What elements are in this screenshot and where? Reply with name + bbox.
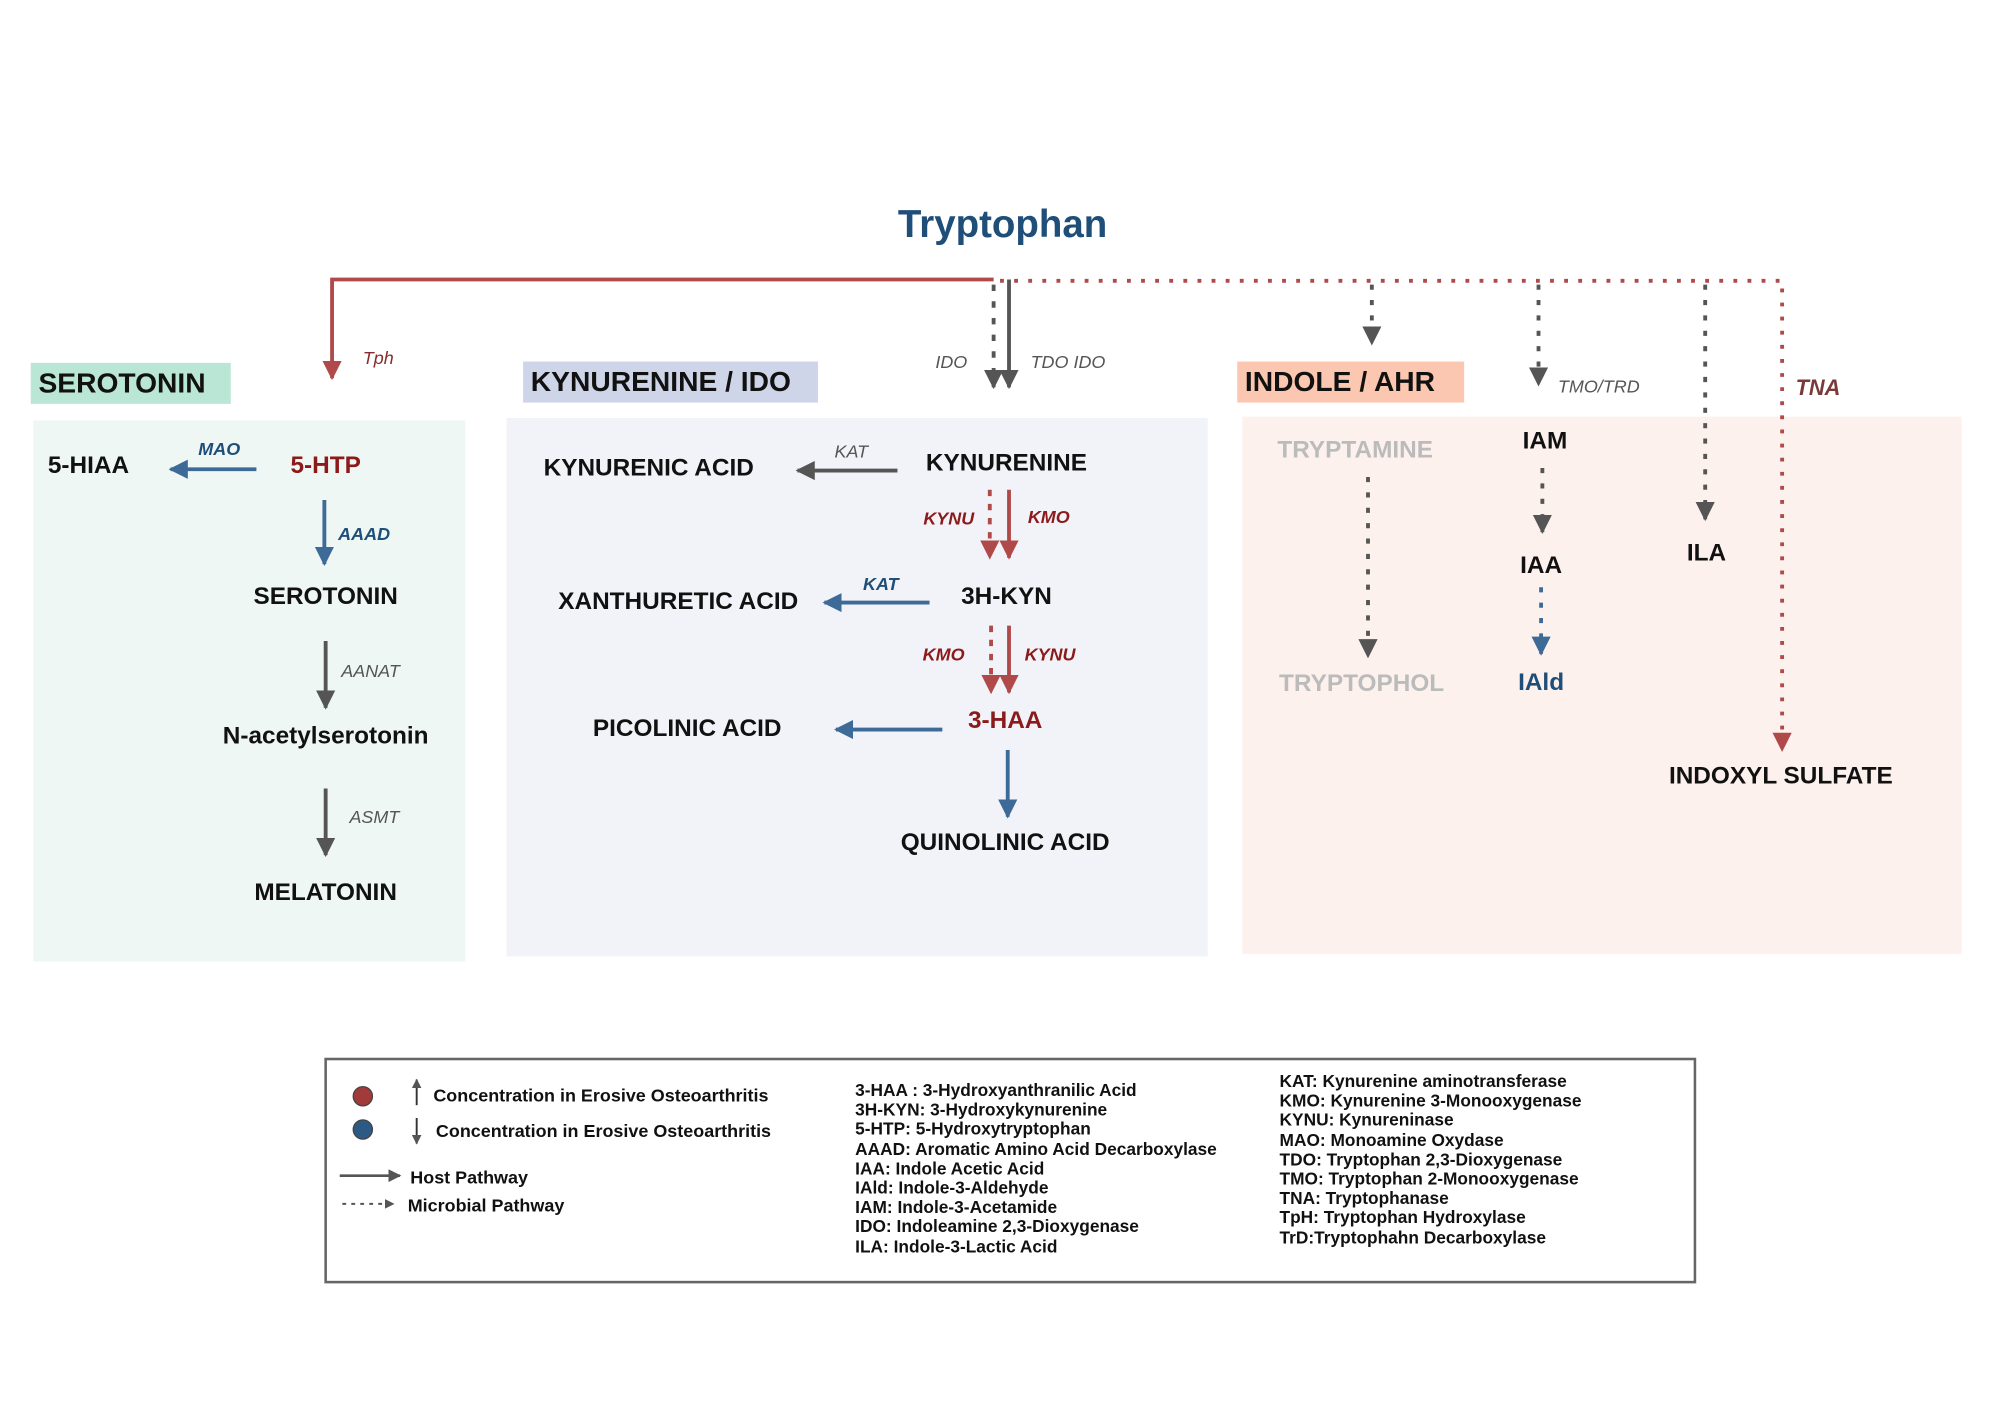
tmo-trd-label: TMO/TRD: [1557, 375, 1640, 397]
kat-label-1: KAT: [834, 441, 869, 462]
tph-label: Tph: [362, 347, 394, 368]
node-n-acetylserotonin: N-acetylserotonin: [222, 723, 429, 751]
legend-microbial-label: Microbial Pathway: [407, 1194, 565, 1216]
increase-dot-icon: [352, 1085, 374, 1107]
node-melatonin: MELATONIN: [254, 879, 397, 907]
abbreviations-column-1: 3-HAA : 3-Hydroxyanthranilic Acid 3H-KYN…: [855, 1081, 1217, 1256]
kynurenine-panel: [506, 417, 1208, 957]
abbrev-item: KYNU: Kynureninase: [1279, 1110, 1454, 1131]
node-iam: IAM: [1522, 428, 1568, 456]
legend-increase-label: Concentration in Erosive Osteoarthritis: [433, 1084, 769, 1106]
legend: [324, 1057, 1697, 1284]
abbrev-item: TDO: Tryptophan 2,3-Dioxygenase: [1279, 1149, 1563, 1170]
node-ila: ILA: [1686, 539, 1727, 567]
legend-decrease-label: Concentration in Erosive Osteoarthritis: [435, 1120, 772, 1142]
abbrev-item: IAM: Indole-3-Acetamide: [855, 1197, 1058, 1217]
abbrev-item: IAld: Indole-3-Aldehyde: [855, 1178, 1049, 1198]
node-xanthuretic-acid: XANTHURETIC ACID: [558, 588, 799, 616]
legend-host-label: Host Pathway: [410, 1166, 528, 1188]
kynurenine-header: KYNURENINE / IDO: [523, 361, 818, 403]
abbrev-item: 5-HTP: 5-Hydroxytryptophan: [855, 1119, 1091, 1140]
abbrev-item: TrD:Tryptophahn Decarboxylase: [1279, 1227, 1546, 1248]
node-tryptamine: TRYPTAMINE: [1277, 437, 1433, 465]
abbrev-item: 3-HAA : 3-Hydroxyanthranilic Acid: [855, 1080, 1137, 1101]
node-picolinic-acid: PICOLINIC ACID: [592, 715, 782, 743]
asmt-label: ASMT: [349, 806, 400, 827]
abbrev-item: TpH: Tryptophan Hydroxylase: [1279, 1208, 1526, 1228]
kynu-label-2: KYNU: [1024, 643, 1076, 665]
node-5-htp: 5-HTP: [290, 452, 361, 480]
node-quinolinic-acid: QUINOLINIC ACID: [900, 829, 1110, 857]
tph-arrow: [322, 277, 994, 381]
decrease-dot-icon: [352, 1119, 374, 1140]
serotonin-header: SEROTONIN: [30, 362, 231, 404]
node-iaa: IAA: [1520, 552, 1563, 580]
node-tryptophol: TRYPTOPHOL: [1279, 670, 1445, 698]
kynu-label-1: KYNU: [923, 507, 975, 529]
ido-label: IDO: [935, 351, 968, 372]
node-iald: IAld: [1518, 669, 1565, 697]
abbrev-item: TMO: Tryptophan 2-Monooxygenase: [1279, 1169, 1579, 1189]
node-indoxyl-sulfate: INDOXYL SULFATE: [1668, 762, 1893, 790]
indole-header: INDOLE / AHR: [1237, 361, 1465, 403]
kmo-label-2: KMO: [922, 643, 965, 665]
abbrev-item: 3H-KYN: 3-Hydroxykynurenine: [855, 1100, 1108, 1120]
aanat-label: AANAT: [341, 660, 400, 681]
kat-label-2: KAT: [863, 573, 899, 594]
indole-panel: [1242, 416, 1962, 954]
abbrev-item: MAO: Monoamine Oxydase: [1279, 1130, 1504, 1150]
abbrev-item: ILA: Indole-3-Lactic Acid: [855, 1236, 1058, 1256]
abbreviations-column-2: KAT: Kynurenine aminotransferase KMO: Ky…: [1280, 1072, 1582, 1247]
node-3h-kyn: 3H-KYN: [961, 583, 1052, 611]
abbrev-item: IAA: Indole Acetic Acid: [855, 1158, 1045, 1179]
abbrev-item: TNA: Tryptophanase: [1279, 1188, 1449, 1209]
node-3-haa: 3-HAA: [967, 707, 1043, 735]
aaad-label: AAAD: [338, 523, 391, 544]
mao-label: MAO: [198, 438, 241, 459]
diagram-title: Tryptophan: [897, 203, 1108, 247]
tdo-ido-label: TDO IDO: [1030, 351, 1106, 372]
abbrev-item: KAT: Kynurenine aminotransferase: [1279, 1071, 1567, 1092]
serotonin-panel: [33, 420, 466, 962]
node-kynurenine: KYNURENINE: [925, 450, 1087, 477]
kmo-label-1: KMO: [1027, 506, 1070, 527]
node-5-hiaa: 5-HIAA: [47, 452, 130, 480]
abbrev-item: IDO: Indoleamine 2,3-Dioxygenase: [855, 1217, 1139, 1237]
abbrev-item: KMO: Kynurenine 3-Monooxygenase: [1279, 1091, 1582, 1111]
node-kynurenic-acid: KYNURENIC ACID: [543, 455, 754, 483]
tna-label: TNA: [1795, 375, 1841, 401]
abbrev-item: AAAD: Aromatic Amino Acid Decarboxylase: [855, 1139, 1217, 1159]
node-serotonin: SEROTONIN: [253, 583, 398, 611]
